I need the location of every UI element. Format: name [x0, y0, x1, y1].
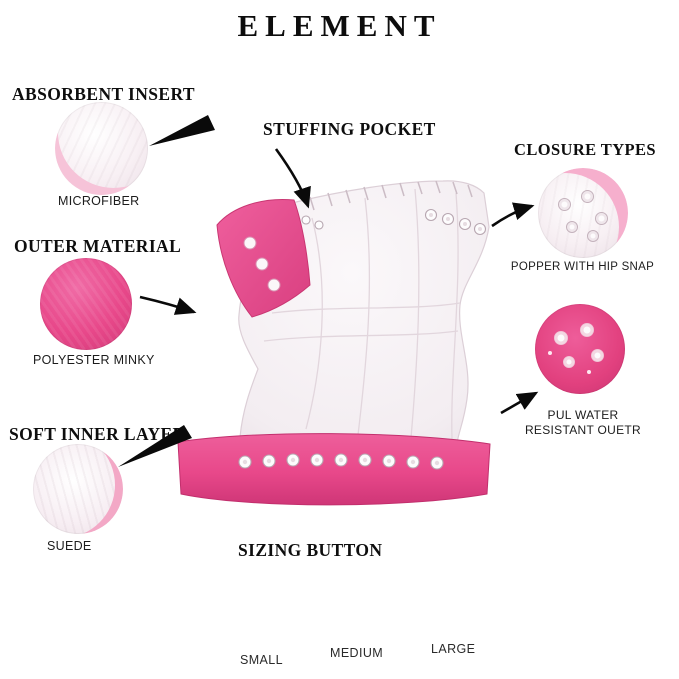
photo-popper-hip-snap	[538, 168, 628, 258]
heading-sizing-button: SIZING BUTTON	[238, 540, 383, 560]
diaper-illustration	[177, 180, 491, 506]
caption-polyester-minky: POLYESTER MINKY	[33, 353, 155, 367]
page-title: ELEMENT	[237, 8, 442, 43]
heading-outer-material: OUTER MATERIAL	[14, 236, 182, 256]
photo-microfiber-insert	[55, 102, 148, 195]
heading-stuffing-pocket: STUFFING POCKET	[263, 119, 436, 139]
size-label-small: SMALL	[240, 653, 283, 667]
photo-suede-inner	[33, 444, 123, 534]
heading-absorbent-insert: ABSORBENT INSERT	[12, 84, 195, 104]
snap-dot	[554, 331, 568, 345]
snap-dot	[595, 212, 608, 225]
fabric-speck	[548, 351, 552, 355]
caption-suede: SUEDE	[47, 539, 92, 553]
snap-dot	[580, 323, 594, 337]
heading-closure-types: CLOSURE TYPES	[514, 140, 656, 159]
arrow-absorbent-insert	[149, 115, 215, 146]
snap-dot	[591, 349, 604, 362]
size-label-large: LARGE	[431, 642, 476, 656]
caption-pul-water-resistant-outer: PUL WATER RESISTANT OUETR	[524, 408, 642, 437]
sizing-snap-band	[177, 433, 491, 506]
snap-dot	[587, 230, 599, 242]
size-label-medium: MEDIUM	[330, 646, 384, 660]
diaper-wing	[216, 198, 311, 318]
snap-dot	[558, 198, 571, 211]
photo-polyester-minky	[40, 258, 132, 350]
snap-dot	[581, 190, 594, 203]
caption-microfiber: MICROFIBER	[58, 194, 140, 208]
hip-snap-buttons	[301, 208, 487, 236]
snap-dot	[563, 356, 575, 368]
photo-pul-outer	[535, 304, 625, 394]
fabric-speck	[587, 370, 591, 374]
caption-popper-with-hip-snap: POPPER WITH HIP SNAP	[510, 261, 655, 273]
snap-dot	[566, 221, 578, 233]
